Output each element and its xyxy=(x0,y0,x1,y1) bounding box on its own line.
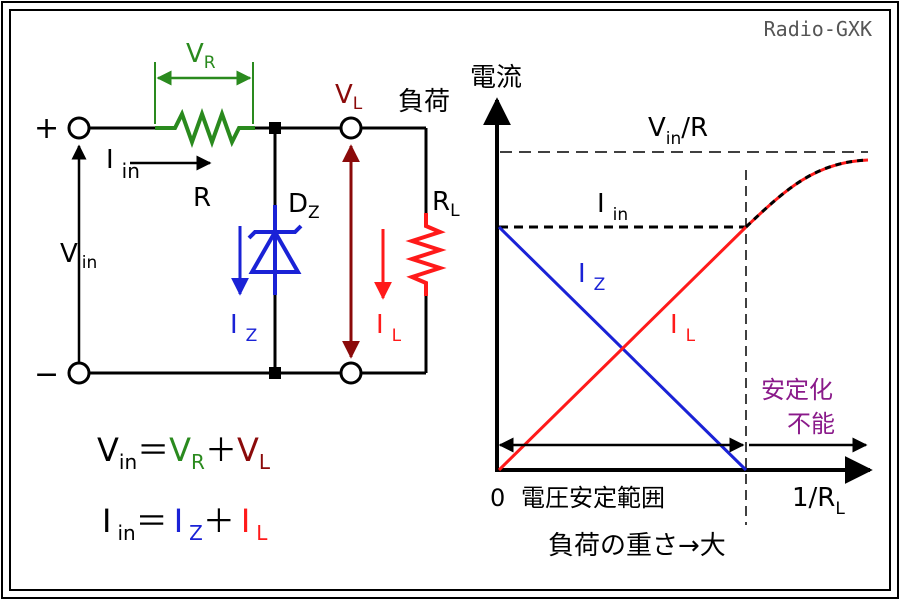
unstable-label-2: 不能 xyxy=(787,410,835,438)
x-axis-label: 1/RL xyxy=(792,483,845,519)
watermark: Radio-GXK xyxy=(764,17,872,41)
output-terminal-top xyxy=(339,116,363,140)
unstable-label-1: 安定化 xyxy=(761,376,833,404)
input-terminal-minus xyxy=(67,361,91,385)
r-label: R xyxy=(193,183,211,213)
load-label: 負荷 xyxy=(398,87,450,117)
load-weight-caption: 負荷の重さ→大 xyxy=(548,531,726,561)
junction-top xyxy=(269,122,281,134)
circuit xyxy=(88,126,428,375)
origin-label: 0 xyxy=(490,484,505,512)
inner-frame xyxy=(9,9,891,591)
vl-label: VL xyxy=(335,80,363,114)
series-resistor xyxy=(155,108,255,148)
dz-label: DZ xyxy=(288,189,320,223)
equation-voltage: Vin＝VR＋VL xyxy=(97,431,271,474)
rl-label: RL xyxy=(432,187,460,221)
minus-sign: − xyxy=(34,357,59,392)
vr-label: VR xyxy=(186,39,216,73)
input-terminal-plus xyxy=(67,116,91,140)
iin-saturation-curve xyxy=(744,158,869,229)
il-curve xyxy=(497,225,748,472)
output-terminal-bottom xyxy=(339,361,363,385)
vin-r-label: Vin/R xyxy=(648,113,708,149)
load-resistor xyxy=(405,213,447,296)
stable-range-label: 電圧安定範囲 xyxy=(521,484,665,512)
y-axis-label: 電流 xyxy=(470,63,522,93)
junction-bottom xyxy=(269,367,281,379)
plus-sign: + xyxy=(34,111,59,146)
zener-diode xyxy=(247,205,303,295)
